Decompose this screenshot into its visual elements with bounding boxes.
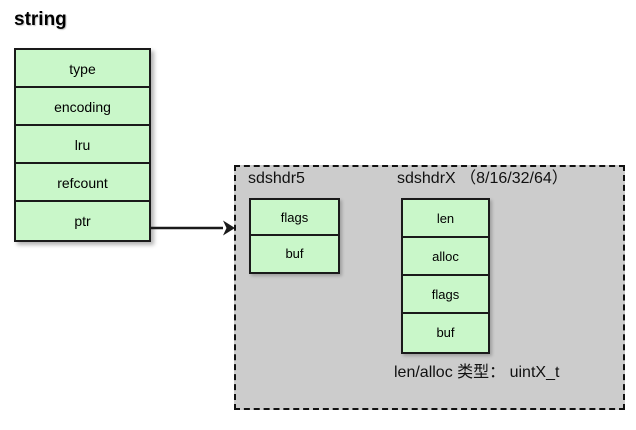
- sds-footnote: len/alloc 类型： uintX_t: [394, 364, 560, 381]
- sdshdr5-struct-table: flags buf: [249, 198, 340, 274]
- struct-field-row: refcount: [16, 164, 149, 202]
- struct-field-row: type: [16, 50, 149, 88]
- arrow-right-icon: [149, 215, 235, 241]
- struct-field-row: flags: [251, 200, 338, 236]
- group-label-sdshdrx: sdshdrX （8/16/32/64）: [397, 170, 568, 187]
- struct-field-row: lru: [16, 126, 149, 164]
- sdshdrx-struct-table: len alloc flags buf: [401, 198, 490, 354]
- struct-field-row: ptr: [16, 202, 149, 240]
- struct-field-row: flags: [403, 276, 488, 314]
- struct-field-row: len: [403, 200, 488, 238]
- struct-field-row: buf: [251, 236, 338, 272]
- group-label-sdshdr5: sdshdr5: [248, 170, 305, 187]
- struct-field-row: alloc: [403, 238, 488, 276]
- struct-field-row: encoding: [16, 88, 149, 126]
- object-struct-table: type encoding lru refcount ptr: [14, 48, 151, 242]
- struct-field-row: buf: [403, 314, 488, 352]
- page-title: string: [14, 9, 67, 30]
- sds-container: sdshdr5 flags buf sdshdrX （8/16/32/64） l…: [234, 165, 625, 410]
